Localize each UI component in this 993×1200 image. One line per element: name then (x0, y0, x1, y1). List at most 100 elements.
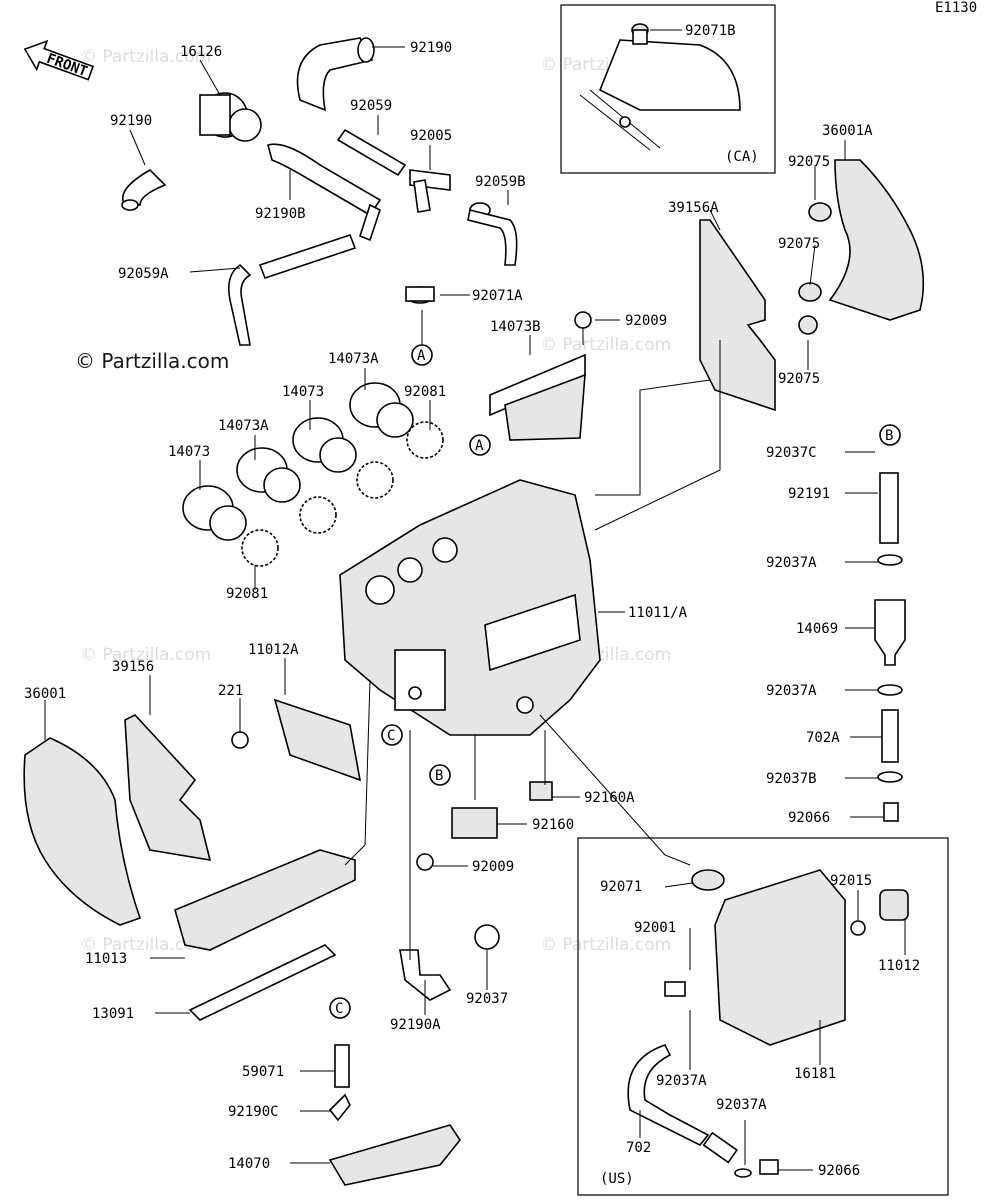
part-label: 92191 (788, 486, 830, 502)
grommet-92075 (798, 282, 822, 302)
part-label: 92037A (766, 555, 817, 571)
part-label: 16181 (794, 1066, 836, 1082)
part-label: 92037A (716, 1097, 767, 1113)
watermark: © Partzilla.com (80, 47, 211, 67)
part-label: 92037B (766, 771, 817, 787)
fitting-92066 (883, 802, 899, 822)
cover-39156a (699, 219, 776, 412)
part-label: 92160 (532, 817, 574, 833)
part-label: 14069 (796, 621, 838, 637)
us-box-label: (US) (600, 1171, 634, 1187)
part-label: 92059B (475, 174, 526, 190)
part-label: 92037A (766, 683, 817, 699)
ca-detail-box (560, 4, 776, 174)
callout-circle (381, 724, 403, 746)
hose-92190c (328, 1093, 351, 1122)
part-labels: 92190 16126 92190 92059 92005 92059B 921… (24, 23, 920, 1179)
part-label: 702A (806, 730, 840, 746)
part-label: 702 (626, 1140, 651, 1156)
leader-lines (44, 29, 906, 1171)
part-label: 92009 (625, 313, 667, 329)
cover-36001a (828, 159, 925, 321)
watermark: © Partzilla.com (80, 645, 211, 665)
part-label: 14073A (328, 351, 379, 367)
hose-702a (881, 709, 899, 763)
part-label: 11012 (878, 958, 920, 974)
part-label: 11012A (248, 642, 299, 658)
part-label: 92009 (472, 859, 514, 875)
part-label: 92190B (255, 206, 306, 222)
intake-ducts (182, 382, 444, 567)
part-label: 92059 (350, 98, 392, 114)
hose-92190a (399, 949, 452, 1001)
part-label: 14070 (228, 1156, 270, 1172)
duct-14073b (489, 311, 592, 441)
clamp-92037b (877, 771, 903, 783)
grommet-body (405, 286, 435, 302)
bracket-11012a (273, 698, 362, 782)
part-label: 92037A (656, 1073, 707, 1089)
part-label: 92037C (766, 445, 817, 461)
hose-group-upper (121, 37, 518, 346)
diagram-code: E1130 (935, 0, 977, 16)
watermark-main: © Partzilla.com (75, 349, 229, 373)
part-label: 59071 (242, 1064, 284, 1080)
callout-circle (469, 434, 491, 456)
part-label: 92001 (634, 920, 676, 936)
part-label: 11011/A (628, 605, 688, 621)
part-label: 92071 (600, 879, 642, 895)
us-detail-box (577, 837, 949, 1196)
screw-92009 (416, 853, 434, 871)
part-label: 92160A (584, 790, 635, 806)
callout-circle (329, 997, 351, 1019)
part-label: 92005 (410, 128, 452, 144)
part-label: 92071B (685, 23, 736, 39)
part-label: 13091 (92, 1006, 134, 1022)
filter-11013 (174, 849, 356, 951)
watermark: © Partzilla.com (540, 935, 671, 955)
strip-13091 (188, 944, 337, 1021)
canister-16181 (627, 869, 909, 1178)
clamp-92037a (877, 684, 903, 696)
grommet-92075 (798, 315, 818, 335)
bolt-221 (231, 731, 249, 749)
filter-14069 (874, 599, 906, 666)
part-label: 14073 (282, 384, 324, 400)
part-label: 36001 (24, 686, 66, 702)
watermark: © Partzilla.com (80, 935, 211, 955)
hose-59071 (334, 1044, 350, 1088)
cover-36001 (23, 737, 142, 926)
pad-92160a (529, 781, 553, 801)
callout-letter: A (475, 438, 484, 454)
part-label: 92066 (818, 1163, 860, 1179)
part-label: 14073A (218, 418, 269, 434)
callout-letter: B (435, 768, 443, 784)
part-label: 221 (218, 683, 243, 699)
watermark-layer: © Partzilla.com © Partzilla.com © Partzi… (75, 47, 671, 955)
callout-letter: B (885, 428, 893, 444)
watermark: © Partzilla.com (540, 335, 671, 355)
part-label: 39156A (668, 200, 719, 216)
part-label: 16126 (180, 44, 222, 60)
part-label: 92190 (410, 40, 452, 56)
clamp-92037 (474, 924, 500, 950)
part-label: 92190C (228, 1104, 279, 1120)
part-label: 92075 (788, 154, 830, 170)
part-label: 92081 (226, 586, 268, 602)
part-label: 92037 (466, 991, 508, 1007)
callout-letter: C (335, 1001, 343, 1017)
part-label: 92066 (788, 810, 830, 826)
part-label: 92015 (830, 873, 872, 889)
part-label: 11013 (85, 951, 127, 967)
part-label: 39156 (112, 659, 154, 675)
ca-tank-detail (579, 23, 741, 151)
part-label: 92190 (110, 113, 152, 129)
callout-letter: A (417, 348, 426, 364)
hose-92191 (879, 472, 899, 544)
ca-box-label: (CA) (725, 149, 759, 165)
part-label: 36001A (822, 123, 873, 139)
callout-circle (429, 764, 451, 786)
part-label: 92071A (472, 288, 523, 304)
air-cleaner-housing (339, 479, 601, 736)
